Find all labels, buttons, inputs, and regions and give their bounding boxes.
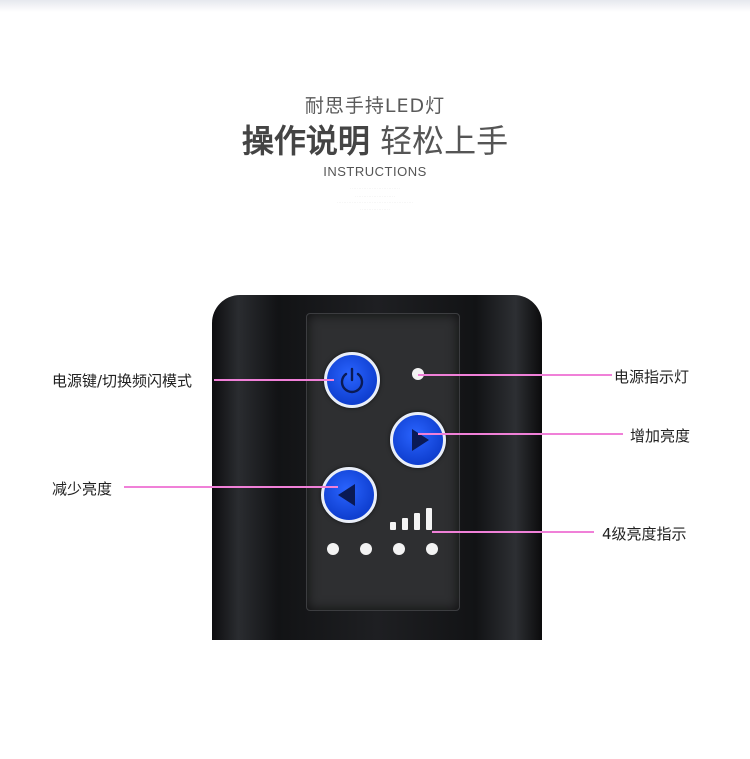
callout-line-increase	[418, 433, 623, 435]
fine-print-line: . . . . . . . . . . . . . . . . . .	[360, 207, 390, 211]
product-subtitle: 耐思手持LED灯	[304, 95, 446, 117]
title-light: 轻松上手	[380, 122, 509, 160]
callout-line-power-key	[214, 379, 334, 381]
level-bar	[390, 522, 396, 530]
callout-power-indicator: 电源指示灯	[614, 368, 690, 386]
level-indicator-dot	[393, 543, 405, 555]
increase-brightness-button[interactable]	[390, 412, 446, 468]
decrease-brightness-button[interactable]	[321, 467, 377, 523]
fine-print-line: . . . . . . . . . . . . . . . . . . . . …	[350, 186, 400, 190]
callout-increase-brightness: 增加亮度	[630, 427, 691, 445]
callout-line-power-indicator	[418, 374, 612, 376]
callout-line-levels	[432, 531, 594, 533]
brightness-level-bars	[390, 504, 438, 530]
fine-print-line: . . . . . . . . . . . . . . . . . . . . …	[355, 194, 395, 198]
level-bar	[426, 508, 432, 530]
callout-brightness-levels: 4级亮度指示	[602, 525, 687, 543]
control-panel	[306, 313, 460, 611]
title-bold: 操作说明	[241, 122, 370, 160]
level-bar	[414, 513, 420, 530]
callout-power-key: 电源键/切换频闪模式	[52, 372, 193, 390]
page-title: 操作说明 轻松上手	[0, 116, 750, 162]
callout-line-decrease	[124, 486, 338, 488]
top-gradient-bar	[0, 0, 750, 12]
flashlight-body	[212, 295, 542, 640]
level-indicator-dot	[426, 543, 438, 555]
callout-decrease-brightness: 减少亮度	[52, 480, 113, 498]
level-bar	[402, 518, 408, 530]
level-indicator-dot	[360, 543, 372, 555]
power-button[interactable]	[324, 352, 380, 408]
power-icon	[340, 367, 364, 394]
level-indicator-dot	[327, 543, 339, 555]
play-left-icon	[338, 484, 355, 506]
play-right-icon	[412, 429, 429, 451]
title-english: INSTRUCTIONS	[323, 164, 427, 179]
fine-print-line: . . . . . . . . . . . . . . . . . . . . …	[337, 200, 413, 204]
